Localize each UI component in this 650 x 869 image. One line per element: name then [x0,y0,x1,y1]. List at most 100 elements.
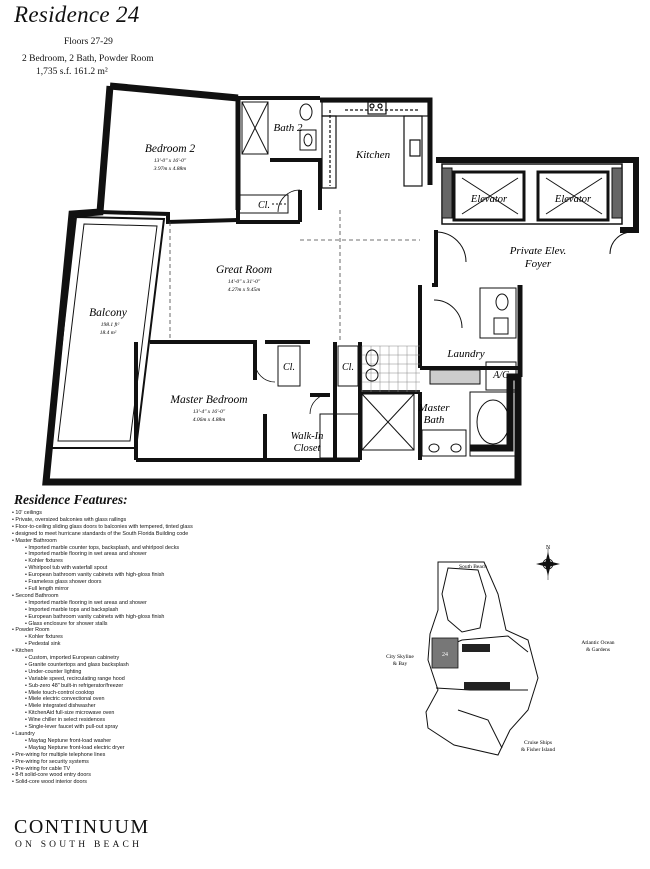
feature-item: Whirlpool tub with waterfall spout [12,565,292,572]
feature-item: Pre-wiring for security systems [12,759,292,766]
feature-item: Pre-wiring for cable TV [12,766,292,773]
feature-item: Glass enclosure for shower stalls [12,621,292,628]
feature-item: Laundry [12,731,292,738]
foyer-label-2: Foyer [524,258,552,270]
door-swings [254,189,331,415]
bedroom2-dim-ft: 13'-0" x 16'-0" [154,158,187,164]
master-bath-label: Master [417,402,450,414]
features-heading: Residence Features: [14,492,128,507]
south-beach-label: South Beach [459,564,487,570]
powder-room [433,287,517,339]
foyer-label: Private Elev. [509,245,567,257]
great-room-dim-m: 4.27m x 9.45m [228,286,260,293]
feature-item: Miele electric convectional oven [12,696,292,703]
feature-item: Imported marble flooring in wet areas an… [12,600,292,607]
feature-item: Imported marble counter tops, backsplash… [12,545,292,552]
floor-tiles [361,345,420,392]
floor-plan: Bedroom 2 13'-0" x 16'-0" 3.97m x 4.88m … [42,82,639,486]
city-skyline-label-2: & Bay [393,661,408,667]
unit-highlight [431,637,459,669]
feature-item: Pedestal sink [12,641,292,648]
feature-item: Variable speed, recirculating range hood [12,676,292,683]
master-bedroom-label: Master Bedroom [169,394,247,406]
floors-text: Floors 27-29 [64,37,113,47]
master-bedroom-dim-ft: 13'-4" x 16'-0" [193,408,226,415]
brand-tagline: ON SOUTH BEACH [15,840,143,850]
feature-item: Private, oversized balconies with glass … [12,517,292,524]
feature-item: European bathroom vanity cabinets with h… [12,572,292,579]
elevator1-label: Elevator [470,194,508,205]
dashed-guides [169,210,420,340]
feature-item: Imported marble tops and backsplash [12,607,292,614]
features-list: 10' ceilingsPrivate, oversized balconies… [12,510,292,786]
north-label: N [546,545,551,551]
exterior-walls [42,82,639,486]
feature-item: Wine chiller in select residences [12,717,292,724]
closet-b-label: Cl. [342,362,354,373]
feature-item: Kohler fixtures [12,634,292,641]
feature-item: Maytag Neptune front-load washer [12,738,292,745]
atlantic-label-2: & Gardens [586,647,610,653]
master-bath-label-2: Bath [424,414,445,426]
building-keymap: N 24 South Beach City Skyline & Bay Atla… [386,545,615,756]
feature-item: Maytag Neptune front-load electric dryer [12,745,292,752]
feature-item: Solid-core wood interior doors [12,779,292,786]
closets [237,194,361,459]
bedroom2-label: Bedroom 2 [145,143,196,155]
great-room-label: Great Room [216,264,272,276]
feature-item: 10' ceilings [12,510,292,517]
bath2-label: Bath 2 [273,122,303,134]
bath2-fixtures [241,101,317,155]
feature-item: KitchenAid full-size microwave oven [12,710,292,717]
ac-label: A/C [492,370,509,381]
elevators [435,163,633,263]
feature-item: Sub-zero 48" built-in refrigerator/freez… [12,683,292,690]
feature-item: Pre-wiring for multiple telephone lines [12,752,292,759]
area-text: 1,735 s.f. 161.2 m² [36,67,108,77]
feature-item: Frameless glass shower doors [12,579,292,586]
feature-item: Miele integrated dishwasher [12,703,292,710]
master-bedroom-dim-m: 4.06m x 4.88m [193,416,225,423]
feature-item: Floor-to-ceiling sliding glass doors to … [12,524,292,531]
elevator-cores [462,644,510,690]
feature-item: Full length mirror [12,586,292,593]
master-bath-fixtures [361,349,517,457]
kitchen-label: Kitchen [355,149,391,161]
feature-item: Second Bathroom [12,593,292,600]
bedroom2-dim-m: 3.97m x 4.88m [153,165,186,172]
walkin-label: Walk-In [291,431,324,442]
layout-text: 2 Bedroom, 2 Bath, Powder Room [22,54,154,64]
residence-title: Residence 24 [14,2,140,27]
feature-item: European bathroom vanity cabinets with h… [12,614,292,621]
cruise-label-2: & Fisher Island [521,747,555,753]
feature-item: Granite countertops and glass backsplash [12,662,292,669]
feature-item: Powder Room [12,627,292,634]
balcony-label: Balcony [89,307,128,319]
feature-item: Master Bathroom [12,538,292,545]
laundry-label: Laundry [446,348,484,360]
kitchen-counters [321,101,429,189]
laundry [429,361,517,391]
city-skyline-label: City Skyline [386,654,414,660]
brand-logo: CONTINUUM [14,816,150,838]
feature-item: Imported marble flooring in wet areas an… [12,551,292,558]
feature-item: Custom, imported European cabinetry [12,655,292,662]
elevator2-label: Elevator [554,194,592,205]
atlantic-label: Atlantic Ocean [581,640,614,646]
feature-item: 8-ft solid-core wood entry doors [12,772,292,779]
feature-item: Single-lever faucet with pull-out spray [12,724,292,731]
feature-item: designed to meet hurricane standards of … [12,531,292,538]
balcony-area-m: 18.4 m² [100,329,117,336]
feature-item: Kohler fixtures [12,558,292,565]
cruise-label: Cruise Ships [524,740,552,746]
balcony-area-ft: 198.1 ft² [101,321,120,328]
feature-item: Under-counter lighting [12,669,292,676]
closet-bed2-label: Cl. [258,200,270,211]
feature-item: Kitchen [12,648,292,655]
feature-item: Miele touch-control cooktop [12,690,292,697]
great-room-dim-ft: 14'-0" x 31'-0" [228,278,261,285]
interior-walls [99,96,520,462]
closet-a-label: Cl. [283,362,295,373]
unit-number: 24 [442,652,448,658]
walkin-label-2: Closet [294,443,322,454]
